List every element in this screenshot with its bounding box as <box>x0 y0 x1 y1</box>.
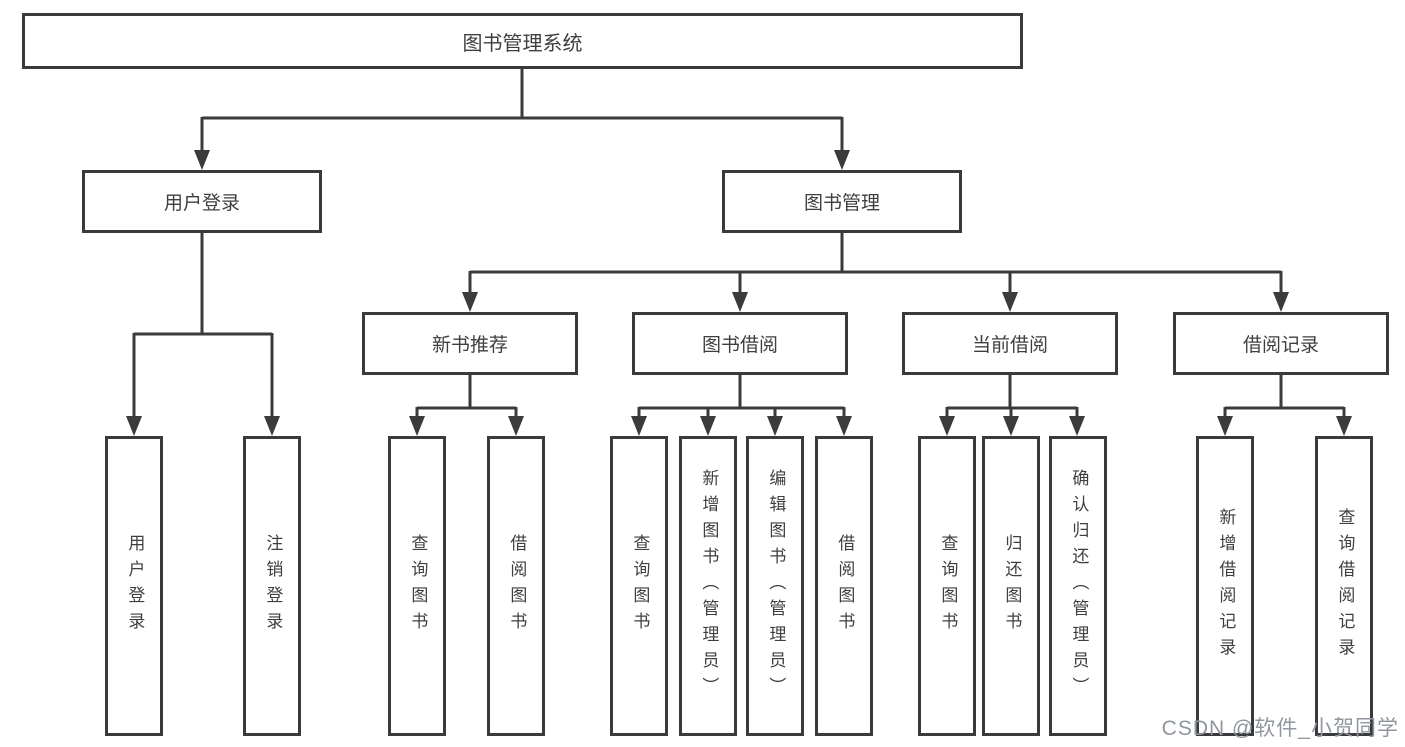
node-add-borrow-record: 新增借阅记录 <box>1196 436 1254 736</box>
node-label: 归还图书 <box>1002 534 1022 638</box>
arrow-down-icon <box>1003 416 1019 436</box>
node-library-system: 图书管理系统 <box>22 13 1023 69</box>
node-borrow-records: 借阅记录 <box>1173 312 1389 375</box>
node-book-management: 图书管理 <box>722 170 962 233</box>
arrow-down-icon <box>1069 416 1085 436</box>
arrow-down-icon <box>1336 416 1352 436</box>
node-query-books-current: 查询图书 <box>918 436 976 736</box>
node-label: 新书推荐 <box>431 335 508 356</box>
node-query-books-borrow: 查询图书 <box>610 436 668 736</box>
node-label: 当前借阅 <box>971 335 1048 356</box>
node-edit-book-admin: 编辑图书（管理员） <box>746 436 804 736</box>
node-confirm-return-admin: 确认归还（管理员） <box>1049 436 1107 736</box>
node-label: 注销登录 <box>263 534 283 638</box>
arrow-down-icon <box>1002 292 1018 312</box>
arrow-down-icon <box>264 416 280 436</box>
arrow-down-icon <box>194 150 210 170</box>
node-return-books: 归还图书 <box>982 436 1040 736</box>
node-user-login-action: 用户登录 <box>105 436 163 736</box>
node-add-book-admin: 新增图书（管理员） <box>679 436 737 736</box>
arrow-down-icon <box>767 416 783 436</box>
arrow-down-icon <box>700 416 716 436</box>
node-borrow-books-recommend: 借阅图书 <box>487 436 545 736</box>
arrow-down-icon <box>939 416 955 436</box>
arrow-down-icon <box>508 416 524 436</box>
node-label: 查询图书 <box>408 534 428 638</box>
arrow-down-icon <box>462 292 478 312</box>
node-query-books-recommend: 查询图书 <box>388 436 446 736</box>
node-label: 图书借阅 <box>701 335 778 356</box>
node-borrow-books-action: 借阅图书 <box>815 436 873 736</box>
node-label: 编辑图书（管理员） <box>766 469 786 703</box>
node-label: 借阅图书 <box>507 534 527 638</box>
arrow-down-icon <box>836 416 852 436</box>
node-user-login: 用户登录 <box>82 170 322 233</box>
node-label: 确认归还（管理员） <box>1069 469 1089 703</box>
node-label: 查询图书 <box>938 534 958 638</box>
arrow-down-icon <box>834 150 850 170</box>
arrow-down-icon <box>126 416 142 436</box>
arrow-down-icon <box>732 292 748 312</box>
arrow-down-icon <box>1217 416 1233 436</box>
node-label: 新增借阅记录 <box>1216 508 1236 664</box>
node-query-borrow-record: 查询借阅记录 <box>1315 436 1373 736</box>
node-current-borrow: 当前借阅 <box>902 312 1118 375</box>
node-label: 查询借阅记录 <box>1335 508 1355 664</box>
node-label: 新增图书（管理员） <box>699 469 719 703</box>
arrow-down-icon <box>409 416 425 436</box>
arrow-down-icon <box>631 416 647 436</box>
node-label: 借阅记录 <box>1242 335 1319 356</box>
watermark: CSDN @软件_小贺同学 <box>1161 717 1399 740</box>
node-label: 查询图书 <box>630 534 650 638</box>
node-label: 图书管理 <box>803 193 880 214</box>
arrowheads <box>126 150 1352 436</box>
node-label: 图书管理系统 <box>462 32 583 55</box>
node-book-borrow: 图书借阅 <box>632 312 848 375</box>
node-logout: 注销登录 <box>243 436 301 736</box>
node-label: 用户登录 <box>125 534 145 638</box>
node-new-book-recommend: 新书推荐 <box>362 312 578 375</box>
node-label: 用户登录 <box>163 193 240 214</box>
node-label: 借阅图书 <box>835 534 855 638</box>
arrow-down-icon <box>1273 292 1289 312</box>
